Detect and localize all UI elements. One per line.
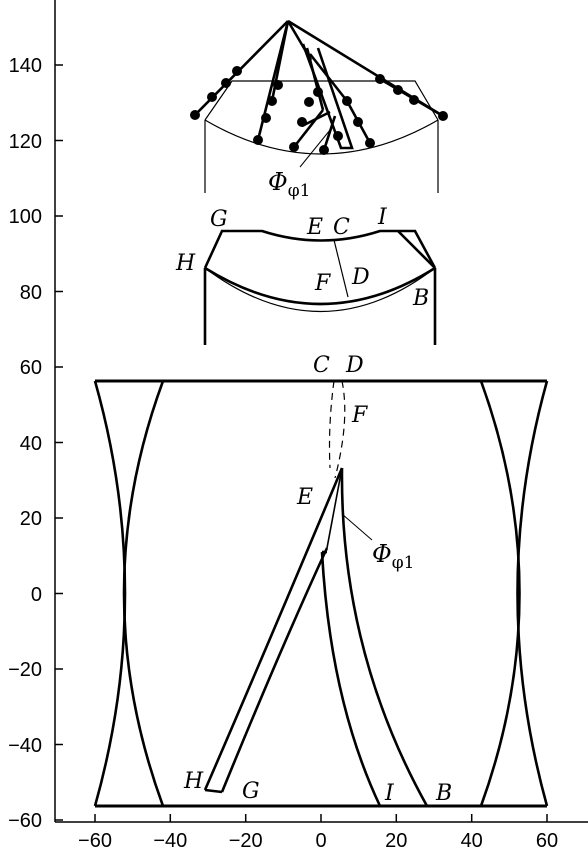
mid-lower-thick-curve (204, 266, 436, 306)
bottom-labels: C D F E H G I B (183, 353, 452, 806)
axes (54, 0, 588, 823)
bottom-blade-outer (203, 467, 344, 791)
bottom-phi-label: Φφ1 (372, 540, 414, 573)
x-tick-label: −20 (229, 830, 263, 852)
y-tick-label: 0 (31, 584, 42, 606)
top-view (190, 19, 448, 193)
bottom-label-D: D (345, 353, 364, 378)
bottom-outer-right (516, 380, 549, 807)
bottom-dashed-D (334, 380, 346, 479)
y-ticks (55, 64, 63, 821)
top-phi-leader (299, 129, 331, 168)
top-upper-arc (204, 80, 439, 121)
bottom-phi-leader (341, 513, 373, 541)
mid-label-B: B (412, 286, 429, 311)
y-tick-label: 20 (20, 508, 42, 530)
y-tick-label: −60 (8, 810, 42, 832)
y-tick-label: 140 (9, 55, 42, 77)
x-tick-label: 60 (536, 830, 558, 852)
bottom-label-H: H (183, 769, 204, 794)
mid-diag-I (397, 230, 436, 269)
bottom-label-E: E (296, 485, 313, 510)
mid-top-edge (203, 229, 437, 269)
x-tick-label: −40 (153, 830, 187, 852)
mid-label-C: C (333, 215, 350, 240)
mid-label-E: E (306, 215, 323, 240)
bottom-label-C: C (313, 353, 330, 378)
y-tick-label: 100 (9, 206, 42, 228)
x-tick-label: 20 (385, 830, 407, 852)
x-tick-label: 40 (461, 830, 483, 852)
bottom-inner-left (122, 380, 165, 807)
bottom-curve-to-B (340, 467, 429, 807)
mid-label-F: F (314, 271, 331, 296)
linkage-joints (190, 66, 448, 155)
bottom-blade-top-cap (326, 467, 343, 549)
bottom-dashed-C (328, 380, 335, 469)
y-tick-label: −20 (8, 659, 42, 681)
mid-label-D: D (351, 265, 370, 290)
bottom-label-G: G (242, 779, 260, 804)
bottom-blade-HG (204, 788, 223, 794)
mid-lower-thin-curve (204, 267, 436, 312)
y-tick-labels: 140 120 100 80 60 40 20 0 −20 −40 −60 (8, 55, 42, 832)
y-tick-label: −40 (8, 735, 42, 757)
y-tick-label: 80 (20, 282, 42, 304)
x-ticks (94, 814, 548, 822)
y-tick-label: 60 (20, 357, 42, 379)
bottom-label-B: B (435, 781, 452, 806)
bottom-curve-to-I (320, 551, 382, 807)
x-tick-label: −60 (78, 830, 112, 852)
middle-labels: G E C I H F D B (175, 205, 429, 311)
bottom-label-I: I (384, 781, 395, 806)
bottom-inner-right (479, 380, 521, 807)
y-tick-label: 120 (9, 131, 42, 153)
x-tick-labels: −60 −40 −20 0 20 40 60 (78, 830, 558, 852)
mid-label-G: G (210, 207, 228, 232)
top-phi-label: Φφ1 (268, 168, 310, 201)
mid-CD-line (333, 239, 349, 298)
middle-view (203, 229, 437, 345)
y-tick-label: 40 (20, 433, 42, 455)
x-tick-label: 0 (315, 830, 326, 852)
linkage-rods (194, 19, 444, 151)
bottom-label-F: F (351, 403, 368, 428)
bottom-outer-left (93, 380, 127, 807)
bottom-blade-inner (220, 547, 329, 793)
mid-label-H: H (175, 251, 196, 276)
bottom-view (93, 379, 549, 808)
mid-label-I: I (377, 205, 388, 230)
